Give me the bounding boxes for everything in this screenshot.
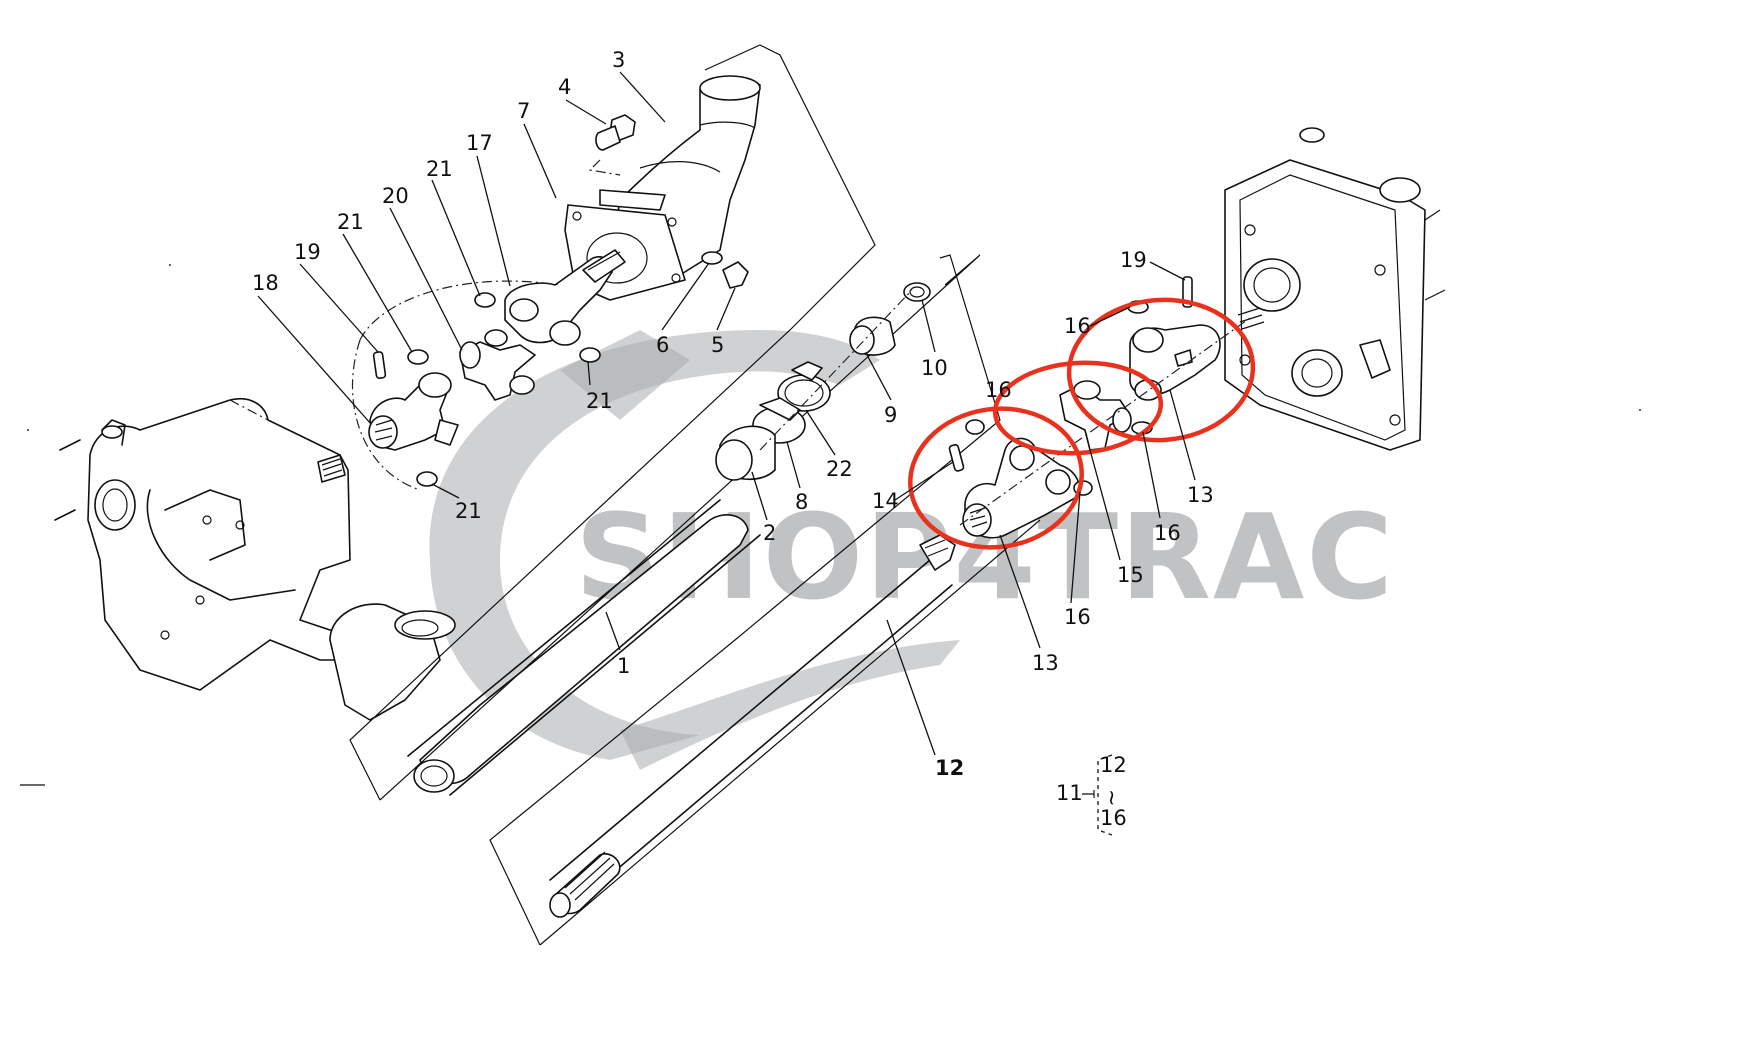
callout-labels: 1 2 3 4 5 6 7 8 9 10 12 13 13 14 15 16 1… xyxy=(252,48,1214,780)
scan-marks xyxy=(20,264,1641,786)
callout-16-c: 16 xyxy=(1064,314,1091,338)
callout-20: 20 xyxy=(382,184,409,208)
assembly-key: 11 12 ~ 16 xyxy=(1056,753,1127,836)
assembly-key-range-end: 16 xyxy=(1100,806,1127,830)
hose-clamps-and-seals xyxy=(715,282,931,481)
callout-17: 17 xyxy=(466,131,493,155)
callout-8: 8 xyxy=(795,490,808,514)
callout-19-right: 19 xyxy=(1120,248,1147,272)
spring-pin-19-left xyxy=(372,351,387,379)
watermark-swoosh-bottom xyxy=(620,640,960,770)
highlight-circle-cross xyxy=(992,360,1164,456)
drive-shaft-12 xyxy=(549,534,956,918)
callout-3: 3 xyxy=(612,48,625,72)
callout-21-d: 21 xyxy=(455,499,482,523)
callout-4: 4 xyxy=(558,75,571,99)
leader-lines xyxy=(257,71,1196,756)
callout-16-d: 16 xyxy=(985,378,1012,402)
callout-15: 15 xyxy=(1117,563,1144,587)
watermark-wrench-swoosh xyxy=(429,330,880,760)
callout-13-lower: 13 xyxy=(1032,651,1059,675)
universal-joint-cross-20 xyxy=(459,329,536,401)
callout-7: 7 xyxy=(517,99,530,123)
callout-9: 9 xyxy=(884,403,897,427)
callout-16-a: 16 xyxy=(1064,605,1091,629)
callout-5: 5 xyxy=(711,333,724,357)
circlips-21 xyxy=(407,292,601,487)
callout-1: 1 xyxy=(617,654,630,678)
washer-6-bolt-5 xyxy=(701,251,749,289)
callout-10: 10 xyxy=(921,356,948,380)
callout-13-upper: 13 xyxy=(1187,483,1214,507)
highlight-circle-yoke-upper xyxy=(1066,297,1256,443)
transmission-housing xyxy=(1224,127,1446,451)
bolt-4 xyxy=(588,114,636,176)
group-frame-lower xyxy=(489,254,1041,946)
assembly-key-parent: 11 xyxy=(1056,781,1083,805)
callout-6: 6 xyxy=(656,333,669,357)
drive-shaft-1 xyxy=(329,499,761,796)
callout-21-c: 21 xyxy=(586,389,613,413)
callout-19-left: 19 xyxy=(294,240,321,264)
assembly-key-range-start: 12 xyxy=(1100,753,1127,777)
assembly-key-separator: ~ xyxy=(1100,789,1124,807)
yoke-17 xyxy=(504,249,626,346)
assembly-outline xyxy=(351,280,561,491)
callout-22: 22 xyxy=(826,457,853,481)
callout-2: 2 xyxy=(763,521,776,545)
callout-21-a: 21 xyxy=(337,210,364,234)
callout-12: 12 xyxy=(935,756,964,780)
watermark-wrench-head xyxy=(560,330,690,420)
callout-21-b: 21 xyxy=(426,157,453,181)
callout-16-b: 16 xyxy=(1154,521,1181,545)
yoke-18 xyxy=(368,372,459,451)
callout-14: 14 xyxy=(872,489,899,513)
axle-housing xyxy=(54,398,361,691)
callout-18: 18 xyxy=(252,271,279,295)
